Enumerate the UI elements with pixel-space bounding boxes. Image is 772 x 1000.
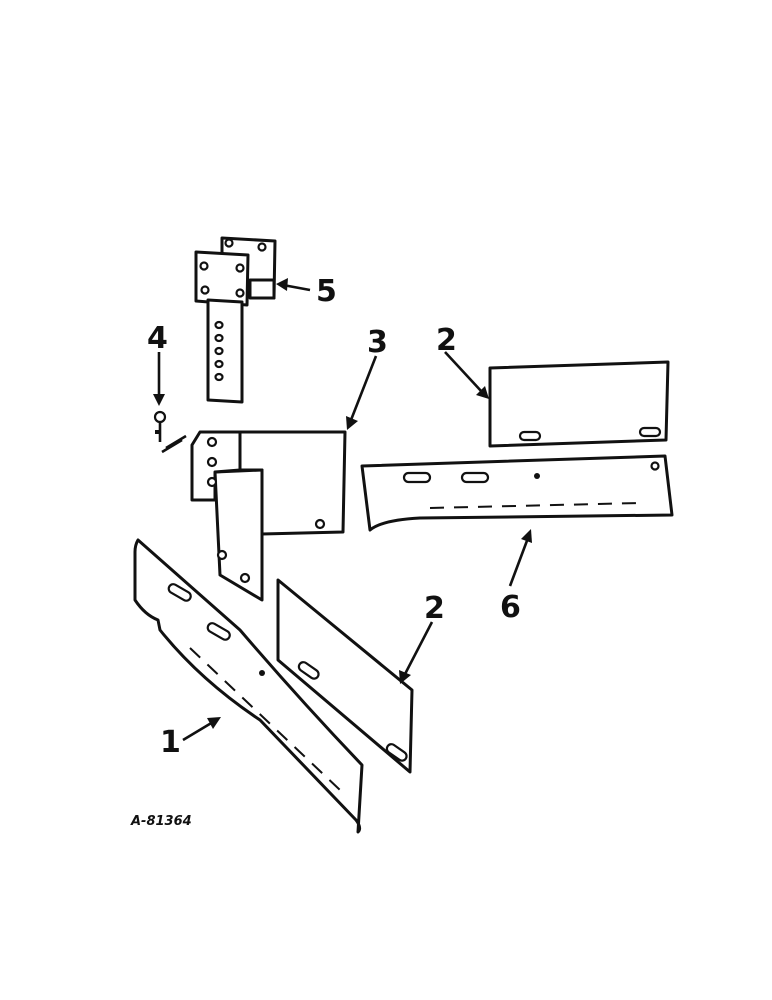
part-6-blade-extension — [360, 454, 674, 532]
part-2-shield-plate-upper — [488, 360, 670, 448]
leader-lines — [153, 278, 532, 742]
part-2-shield-plate-lower — [276, 578, 414, 774]
part-3-mounting-bracket — [190, 430, 347, 602]
part-4-hitch-pin — [153, 410, 187, 454]
callout-1: 1 — [160, 725, 181, 760]
part-5-hitch-fork — [194, 236, 277, 404]
callout-6: 6 — [500, 590, 521, 625]
callout-3: 3 — [367, 325, 388, 360]
callout-4: 4 — [147, 321, 168, 356]
reference-code: A-81364 — [130, 814, 192, 829]
callout-2-upper: 2 — [436, 323, 457, 358]
callout-5: 5 — [316, 274, 337, 309]
callout-2-lower: 2 — [424, 591, 445, 626]
part-1-main-blade — [133, 538, 364, 834]
